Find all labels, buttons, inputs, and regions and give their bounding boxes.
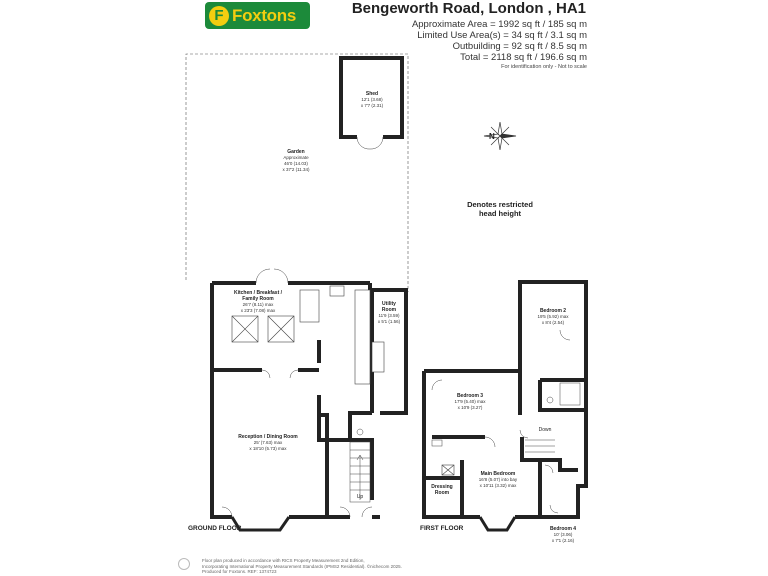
wc-icon — [356, 428, 364, 436]
first-floor-doors — [431, 329, 571, 514]
utility-name-2: Room — [382, 307, 397, 313]
rics-logo-icon — [178, 558, 190, 570]
stairs-up-label: Up — [357, 494, 364, 500]
kitchen-dim-2: x 23'3 (7.08) max — [241, 308, 276, 313]
shed-dim-1: 12'1 (3.68) — [361, 97, 383, 102]
ground-stairs — [349, 441, 371, 503]
garden-dim-2: 46'0 (14.03) — [284, 161, 308, 166]
disclaimer-line-1: Floor plan produced in accordance with R… — [202, 558, 365, 563]
bedroom3-dim-1: 17'9 (5.40) max — [454, 399, 486, 404]
garden-dim-1: Approximate — [283, 155, 309, 160]
reception-dim-2: x 18'10 (5.73) max — [249, 446, 287, 451]
bedroom4-dim-1: 10' (3.06) — [554, 532, 573, 537]
restricted-height-legend: Denotes restricted head height — [466, 200, 534, 218]
bedroom4-dim-2: x 7'1 (2.16) — [552, 538, 575, 543]
bedroom3-dim-2: x 10'9 (3.27) — [458, 405, 483, 410]
first-restricted-boxes — [441, 464, 455, 476]
first-floor-walls — [422, 280, 588, 519]
utility-dim-2: x 5'1 (1.56) — [378, 319, 401, 324]
bedroom3-name: Bedroom 3 — [457, 393, 483, 399]
dressing-name-1: Dressing — [431, 484, 452, 490]
reception-name: Reception / Dining Room — [238, 434, 298, 440]
approximate-area: Approximate Area = 1992 sq ft / 185 sq m — [411, 19, 587, 30]
bathroom-fittings — [431, 382, 581, 447]
restricted-legend-line-2: head height — [478, 209, 522, 218]
main-bedroom-dim-2: x 10'11 (3.32) max — [480, 483, 518, 488]
ground-floor-walls — [210, 281, 408, 519]
total-area: Total = 2118 sq ft / 196.6 sq m — [460, 52, 587, 63]
reception-dim-1: 25' (7.63) max — [254, 440, 283, 445]
ground-floor-label: GROUND FLOOR — [188, 525, 242, 532]
garden-name: Garden — [287, 149, 305, 155]
first-stairs — [525, 439, 555, 453]
identification-note: For identification only - Not to scale — [501, 64, 587, 70]
main-bedroom-name: Main Bedroom — [481, 471, 516, 477]
restricted-legend-line-1: Denotes restricted — [467, 200, 533, 209]
garden-boundary — [185, 53, 409, 292]
compass-north-label: N — [489, 132, 495, 141]
utility-dim-1: 11'9 (3.59) — [378, 313, 400, 318]
main-bedroom-dim-1: 16'8 (5.07) into bay — [479, 477, 518, 482]
disclaimer-line-2: Incorporating International Property Mea… — [202, 563, 402, 569]
first-floor-label: FIRST FLOOR — [420, 525, 464, 532]
first-bay-window — [478, 516, 517, 532]
kitchen-name-1: Kitchen / Breakfast / — [234, 290, 283, 296]
kitchen-dim-1: 26'7 (8.11) max — [243, 302, 275, 307]
logo-mark-icon: F — [209, 5, 229, 26]
bedroom2-dim-2: x 8'4 (2.54) — [542, 320, 565, 325]
logo-text: Foxtons — [232, 5, 297, 25]
foxtons-logo: F Foxtons — [205, 2, 310, 29]
outbuilding-area: Outbuilding = 92 sq ft / 8.5 sq m — [452, 41, 587, 52]
property-title: Bengeworth Road, London , HA1 — [351, 0, 586, 17]
ground-floor-doors — [221, 268, 373, 518]
bedroom4-name: Bedroom 4 — [550, 526, 576, 532]
skylights — [231, 315, 295, 343]
bedroom2-name: Bedroom 2 — [540, 308, 566, 314]
stairs-down-label: Down — [539, 427, 552, 433]
disclaimer: Floor plan produced in accordance with R… — [202, 558, 402, 575]
compass-rose-icon: N — [483, 121, 517, 151]
shed-dim-2: x 7'7 (2.31) — [361, 103, 384, 108]
shed-outline — [339, 56, 404, 150]
garden-dim-3: x 37'2 (11.34) — [282, 167, 310, 172]
ground-bay-window — [230, 516, 291, 532]
utility-name-1: Utility — [382, 301, 396, 307]
bedroom2-dim-1: 19'5 (5.92) max — [537, 314, 569, 319]
limited-use-area: Limited Use Area(s) = 34 sq ft / 3.1 sq … — [417, 30, 587, 41]
dressing-name-2: Room — [435, 490, 450, 496]
disclaimer-line-3: Produced for Foxtons. REF: 1374723 — [202, 569, 277, 574]
kitchen-units — [299, 285, 385, 385]
kitchen-name-2: Family Room — [242, 296, 274, 302]
shed-name: Shed — [366, 91, 378, 97]
